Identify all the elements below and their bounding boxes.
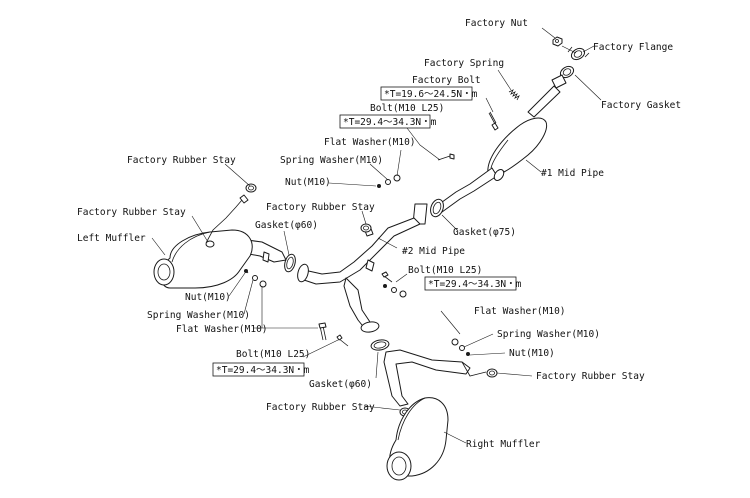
label-mid-pipe-2: #2 Mid Pipe — [402, 246, 465, 257]
factory-rubber-stay-right-part — [486, 368, 498, 378]
part-labels: Factory Nut Factory Flange Factory Sprin… — [77, 18, 681, 450]
torque-box-bolt-top — [339, 114, 431, 129]
label-factory-bolt: Factory Bolt — [412, 75, 481, 86]
torque-bolt-top: *T=29.4～34.3N・m — [343, 117, 437, 128]
leader-lines — [151, 27, 602, 444]
torque-box-bolt-bottom — [212, 362, 305, 377]
label-factory-gasket: Factory Gasket — [601, 100, 681, 111]
factory-nut-part — [552, 36, 563, 47]
right-muffler-part — [383, 349, 487, 481]
mid-pipe-1-part — [437, 74, 567, 213]
torque-bolt-center: *T=29.4～34.3N・m — [428, 279, 522, 290]
label-factory-rubber-stay-center: Factory Rubber Stay — [266, 202, 375, 213]
torque-bolt-bottom: *T=29.4～34.3N・m — [216, 365, 310, 376]
factory-spring-part — [508, 89, 520, 101]
label-left-muffler: Left Muffler — [77, 233, 146, 244]
label-bolt-m10-l25-bottom: Bolt(M10 L25) — [236, 349, 310, 360]
hardware-right-joint — [451, 338, 470, 356]
label-nut-right: Nut(M10) — [509, 348, 555, 359]
gasket-60-bottom-part — [370, 339, 390, 351]
label-gasket-60-top: Gasket(φ60) — [255, 220, 318, 231]
factory-flange-part — [567, 46, 590, 61]
label-right-muffler: Right Muffler — [466, 439, 541, 450]
factory-rubber-stay-left-part — [205, 240, 215, 248]
label-factory-rubber-stay-right: Factory Rubber Stay — [536, 371, 645, 382]
label-spring-washer-top: Spring Washer(M10) — [280, 155, 383, 166]
gasket-75-part — [430, 198, 444, 218]
label-gasket-60-bottom: Gasket(φ60) — [309, 379, 372, 390]
hardware-center-joint — [377, 153, 455, 298]
torque-box-bolt-center — [424, 276, 517, 291]
factory-rubber-stay-left-top-part — [245, 183, 257, 193]
label-factory-rubber-stay-left: Factory Rubber Stay — [77, 207, 186, 218]
label-flat-washer-left: Flat Washer(M10) — [176, 324, 268, 335]
label-mid-pipe-1: #1 Mid Pipe — [541, 168, 604, 179]
torque-factory-bolt: *T=19.6～24.5N・m — [384, 89, 478, 100]
label-factory-spring: Factory Spring — [424, 58, 504, 69]
label-spring-washer-left: Spring Washer(M10) — [147, 310, 250, 321]
label-factory-flange: Factory Flange — [593, 42, 673, 53]
line-art — [151, 27, 602, 481]
label-factory-nut: Factory Nut — [465, 18, 528, 29]
label-gasket-75: Gasket(φ75) — [453, 227, 516, 238]
label-factory-rubber-stay-top-left: Factory Rubber Stay — [127, 155, 236, 166]
label-nut-left: Nut(M10) — [185, 292, 231, 303]
label-factory-rubber-stay-bottom: Factory Rubber Stay — [266, 402, 375, 413]
label-flat-washer-top: Flat Washer(M10) — [324, 137, 416, 148]
factory-bolt-part — [488, 111, 499, 131]
torque-box-factory-bolt — [380, 86, 473, 101]
factory-rubber-stay-center-part — [360, 223, 372, 233]
label-bolt-m10-l25-top: Bolt(M10 L25) — [370, 103, 444, 114]
label-spring-washer-right: Spring Washer(M10) — [497, 329, 600, 340]
label-nut-top: Nut(M10) — [285, 177, 331, 188]
label-flat-washer-right: Flat Washer(M10) — [474, 306, 566, 317]
gasket-60-top-part — [284, 253, 296, 273]
mid-pipe-2-part — [297, 203, 428, 333]
label-bolt-m10-l25-center: Bolt(M10 L25) — [408, 265, 482, 276]
left-muffler-part — [153, 194, 287, 289]
hardware-left-joint — [244, 251, 349, 347]
